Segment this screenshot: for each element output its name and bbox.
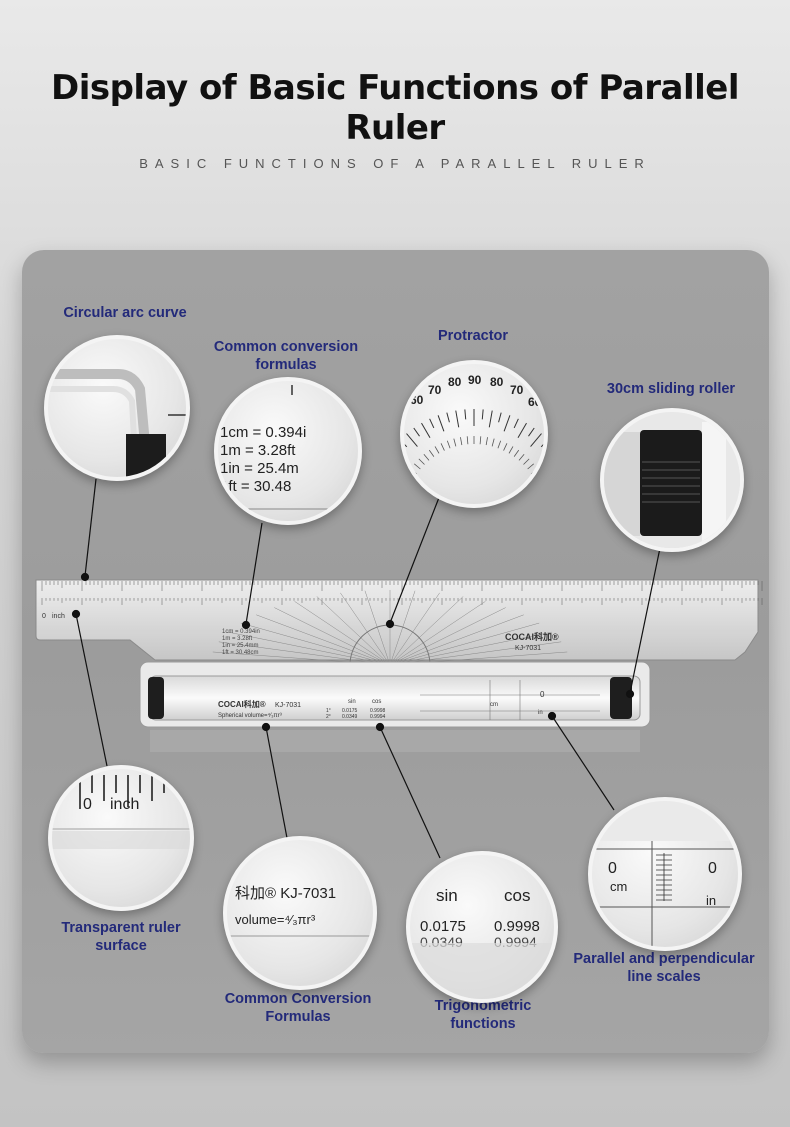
label-circular-arc: Circular arc curve xyxy=(63,305,187,321)
label-transparent-surface: Transparent ruler surface xyxy=(61,920,181,954)
roller-cos1: 0.9998 xyxy=(370,708,386,714)
ruler-inch: inch xyxy=(52,613,65,620)
prot-tick-6: 60 xyxy=(410,393,424,407)
roller-left-cap xyxy=(148,677,164,719)
prot-tick-3: 90 xyxy=(468,373,482,387)
lens-sliding-roller xyxy=(600,408,744,552)
callout-lines xyxy=(71,478,661,859)
ruler-conv-3: 1in = 25.4mm xyxy=(222,643,259,649)
prot-tick-2: 80 xyxy=(448,375,462,389)
roller-sin2: 0.0349 xyxy=(342,714,358,720)
lens-trigonometric: sin cos 0.0175 0.9998 0.0349 0.9994 xyxy=(406,851,558,1003)
lens-cos1: 0.9998 xyxy=(494,918,540,935)
lens-conv-3: 1in = 25.4m xyxy=(220,460,299,477)
lens-par-cm: cm xyxy=(610,879,627,894)
page-title: Display of Basic Functions of Parallel R… xyxy=(50,68,740,148)
roller-formula: Spherical volume=⁴⁄₃πr³ xyxy=(218,712,282,719)
prot-tick-4: 80 xyxy=(490,375,504,389)
roller-model: KJ-7031 xyxy=(275,702,301,709)
lens-conv-2: 1m = 3.28ft xyxy=(220,442,296,459)
ruler-conv-2: 1m = 3.28ft xyxy=(222,636,253,642)
ruler-zero: 0 xyxy=(42,613,46,620)
lens-conv-1: 1cm = 0.394i xyxy=(220,424,306,441)
label-trigonometric: Trigonometric functions xyxy=(434,998,532,1032)
lens-zero: 0 xyxy=(83,796,92,813)
prot-tick-7: 60 xyxy=(528,395,542,409)
ruler-brand: COCAI科加® xyxy=(505,631,559,642)
lens-formula: 科加® KJ-7031 volume=⁴⁄₃πr³ xyxy=(223,836,377,990)
lens-formula-volume: volume=⁴⁄₃πr³ xyxy=(235,912,316,927)
label-protractor: Protractor xyxy=(437,328,509,344)
protractor-lines xyxy=(212,590,568,666)
lens-formula-brand: 科加® KJ-7031 xyxy=(235,885,336,902)
label-conversion-top: Common conversion formulas xyxy=(213,339,359,373)
prot-tick-5: 70 xyxy=(510,383,524,397)
roller-cos2: 0.9994 xyxy=(370,714,386,720)
lens-cos-label: cos xyxy=(504,886,530,905)
lens-conv-4: 1ft = 30.48 xyxy=(220,478,291,495)
roller-zero: 0 xyxy=(540,690,545,699)
label-conversion-bottom: Common Conversion Formulas xyxy=(224,991,372,1025)
roller-brand: COCAI科加® xyxy=(218,699,266,709)
lens-protractor: 70 80 90 80 70 60 60 xyxy=(400,360,548,508)
roller-sin1: 0.0175 xyxy=(342,708,358,714)
roller-in: in xyxy=(538,710,543,716)
label-sliding-roller: 30cm sliding roller xyxy=(606,381,736,397)
prot-tick-1: 70 xyxy=(428,383,442,397)
lens-par-in: in xyxy=(706,893,716,908)
roller-deg2: 2° xyxy=(326,714,331,720)
ruler-body xyxy=(35,579,759,661)
protractor-lens-ticks xyxy=(404,409,544,497)
lens-sin1: 0.0175 xyxy=(420,918,466,935)
ruler-model: KJ-7031 xyxy=(515,645,541,652)
lens-inch: inch xyxy=(110,796,139,813)
roller-cos: cos xyxy=(372,699,381,705)
roller-sin: sin xyxy=(348,699,356,705)
lens-par-zero: 0 xyxy=(608,860,617,877)
roller-reflection xyxy=(150,730,640,752)
lens-parallel-scales: 0 0 cm in xyxy=(588,797,742,951)
lens-transparent-surface: 0 inch xyxy=(48,765,194,911)
lens-conversion-formulas: 1cm = 0.394i 1m = 3.28ft 1in = 25.4m 1ft… xyxy=(214,377,362,525)
lens-circular-arc xyxy=(44,335,190,481)
roller-cm: cm xyxy=(490,702,498,708)
roller-deg1: 1° xyxy=(326,708,331,714)
ruler-conv-4: 1ft = 30.48cm xyxy=(222,650,259,656)
roller-right-cap xyxy=(610,677,632,719)
roller-scale xyxy=(420,680,600,720)
lens-sin-label: sin xyxy=(436,886,458,905)
ruler-conv-1: 1cm = 0.394in xyxy=(222,629,260,635)
page-subtitle: BASIC FUNCTIONS OF A PARALLEL RULER xyxy=(139,156,651,171)
label-parallel-scales: Parallel and perpendicular line scales xyxy=(573,951,755,985)
lens-par-zero2: 0 xyxy=(708,860,717,877)
